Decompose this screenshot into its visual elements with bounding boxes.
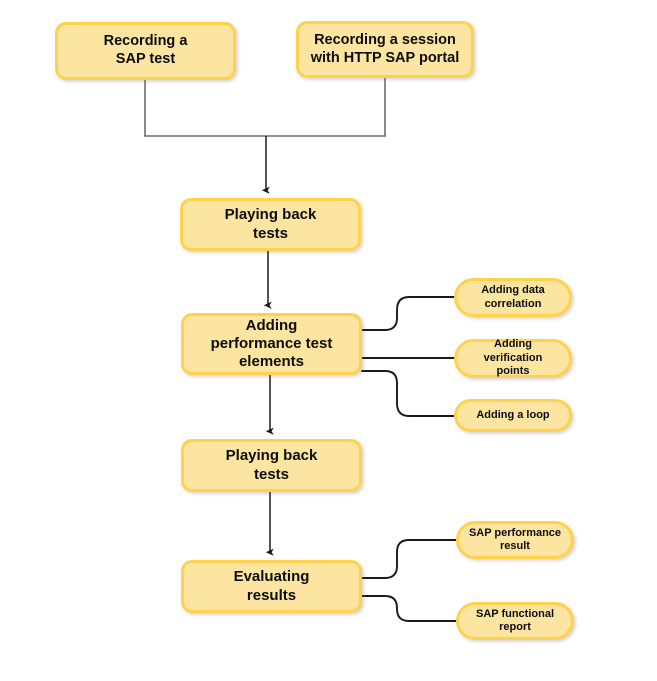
edge-evaluating-results-to-sap-functional-report: [361, 595, 457, 622]
node-playing-back-tests-2-label: Playing back tests: [225, 447, 318, 483]
edge-evaluating-results-to-sap-performance-result: [361, 539, 457, 579]
node-evaluating-results-label: Evaluating results: [233, 568, 310, 604]
node-sap-performance-result-label: SAP performance result: [468, 526, 562, 552]
node-adding-verification-points-label: Adding verification points: [483, 338, 543, 378]
node-playing-back-tests-2[interactable]: Playing back tests: [181, 439, 362, 492]
node-recording-sap-test-label: Recording a SAP test: [103, 33, 188, 67]
node-recording-http-session[interactable]: Recording a session with HTTP SAP portal: [296, 21, 474, 78]
node-sap-performance-result[interactable]: SAP performance result: [456, 521, 574, 559]
node-playing-back-tests-1-label: Playing back tests: [224, 206, 317, 242]
node-adding-data-correlation[interactable]: Adding data correlation: [454, 278, 572, 317]
node-adding-a-loop-label: Adding a loop: [476, 408, 550, 421]
node-adding-performance-elements-label: Adding performance test elements: [210, 316, 333, 371]
node-sap-functional-report-label: SAP functional report: [475, 607, 555, 633]
edge-adding-elements-to-data-correlation: [361, 296, 455, 331]
node-sap-functional-report[interactable]: SAP functional report: [456, 602, 574, 640]
node-recording-http-session-label: Recording a session with HTTP SAP portal: [310, 31, 460, 66]
node-adding-data-correlation-label: Adding data correlation: [481, 284, 545, 310]
node-recording-sap-test[interactable]: Recording a SAP test: [55, 22, 236, 80]
node-evaluating-results[interactable]: Evaluating results: [181, 560, 362, 613]
node-adding-a-loop[interactable]: Adding a loop: [454, 399, 572, 432]
edge-adding-elements-to-adding-a-loop: [361, 370, 455, 417]
node-playing-back-tests-1[interactable]: Playing back tests: [180, 198, 361, 251]
node-adding-performance-elements[interactable]: Adding performance test elements: [181, 313, 362, 375]
node-adding-verification-points[interactable]: Adding verification points: [454, 338, 572, 378]
